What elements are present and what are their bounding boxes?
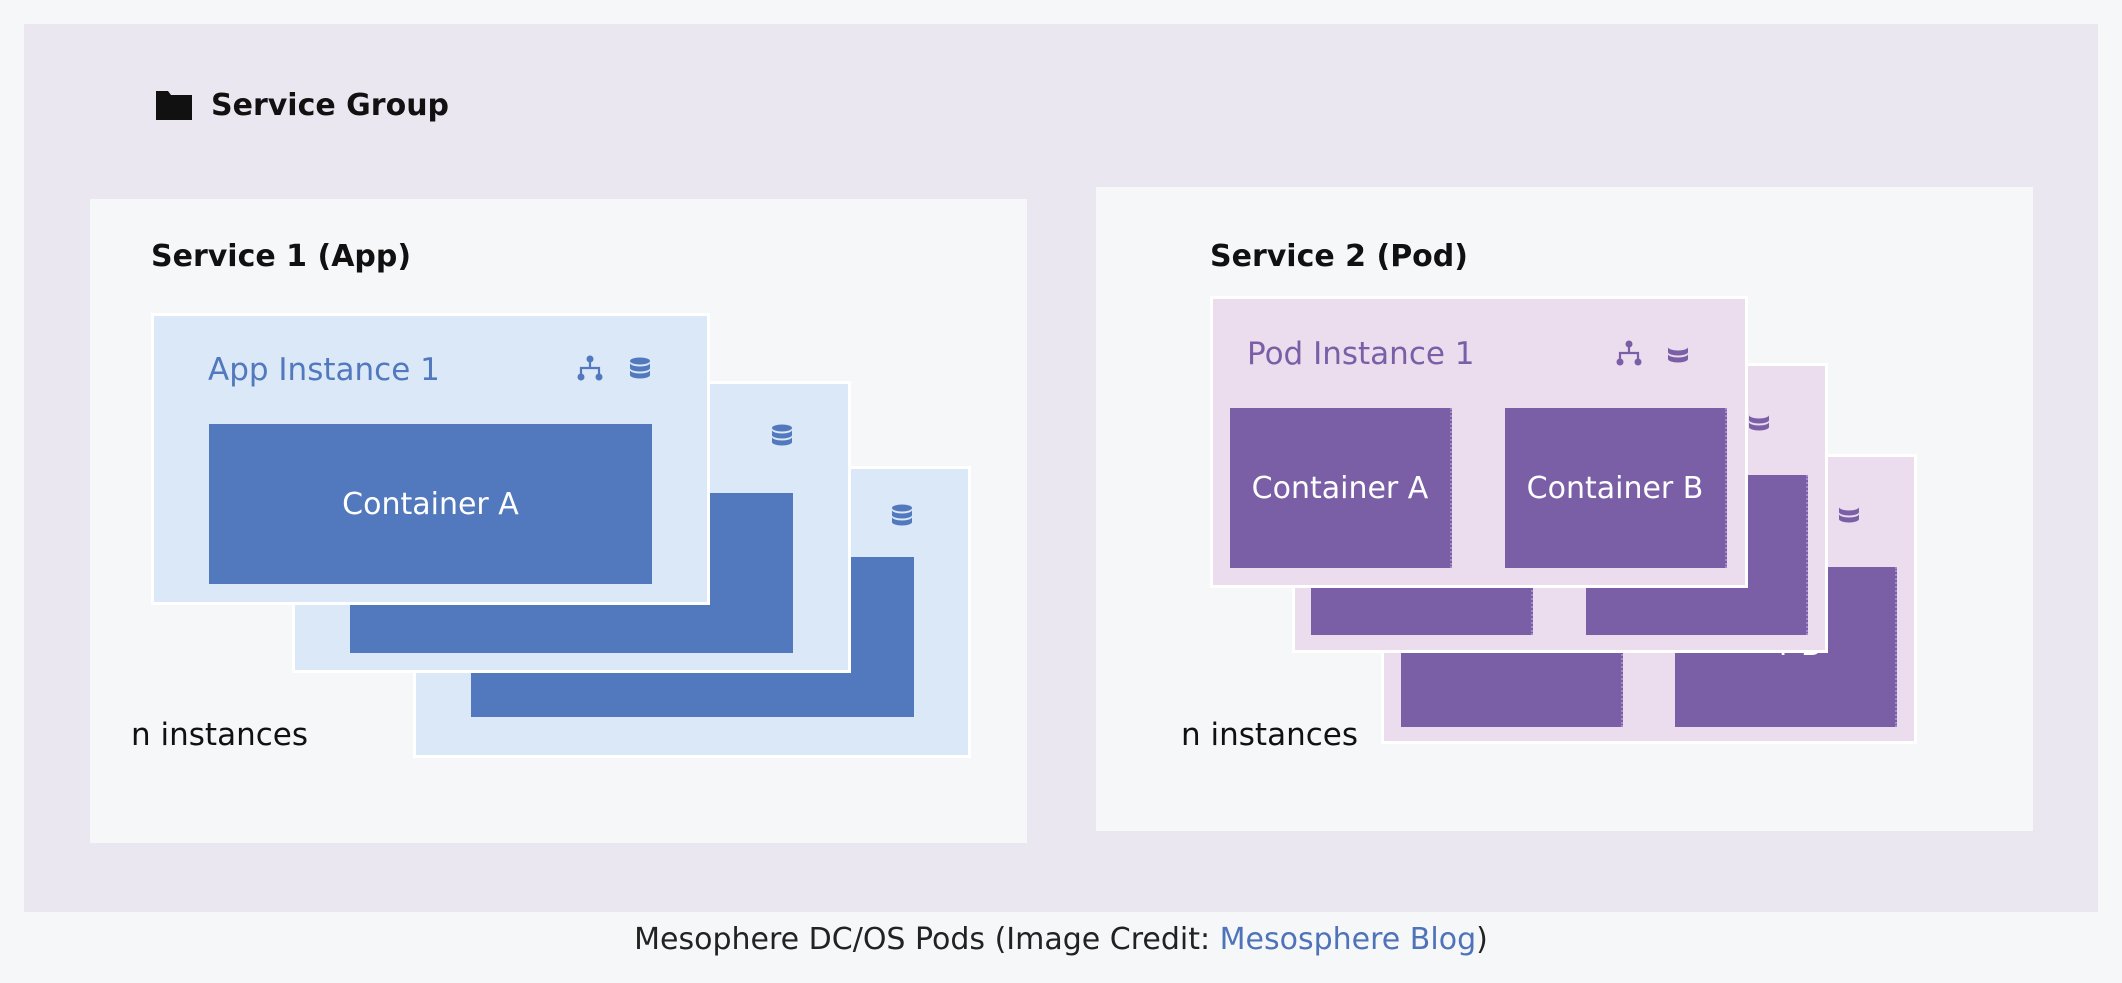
service-2-n-instances: n instances bbox=[1181, 717, 1358, 753]
container-a-block: Container A bbox=[1230, 408, 1452, 568]
storage-icon bbox=[1748, 412, 1770, 432]
container-b-label: Container B bbox=[1526, 470, 1704, 506]
folder-icon bbox=[156, 88, 192, 120]
storage-icon bbox=[891, 504, 913, 526]
container-b-block: Container B bbox=[1505, 408, 1727, 568]
service-group-title: Service Group bbox=[211, 88, 450, 123]
caption-link[interactable]: Mesosphere Blog bbox=[1219, 922, 1477, 957]
pod-instance-title: Pod Instance 1 bbox=[1247, 336, 1475, 372]
network-icon bbox=[1616, 340, 1642, 366]
service-1-n-instances: n instances bbox=[131, 717, 308, 753]
app-instance-title: App Instance 1 bbox=[208, 352, 440, 388]
service-1-title: Service 1 (App) bbox=[151, 239, 412, 274]
caption-text: Mesophere DC/OS Pods (Image Credit: bbox=[634, 922, 1220, 957]
container-a-label: Container A bbox=[342, 486, 519, 522]
network-icon bbox=[577, 355, 603, 381]
storage-icon bbox=[1667, 344, 1689, 364]
caption-close: ) bbox=[1476, 922, 1488, 957]
service-2-title: Service 2 (Pod) bbox=[1210, 239, 1468, 274]
storage-icon bbox=[771, 424, 793, 446]
storage-icon bbox=[629, 357, 651, 379]
container-a-block: Container A bbox=[209, 424, 652, 584]
container-a-label: Container A bbox=[1251, 470, 1429, 506]
storage-icon bbox=[1838, 504, 1860, 524]
figure-caption: Mesophere DC/OS Pods (Image Credit: Meso… bbox=[0, 922, 2122, 957]
